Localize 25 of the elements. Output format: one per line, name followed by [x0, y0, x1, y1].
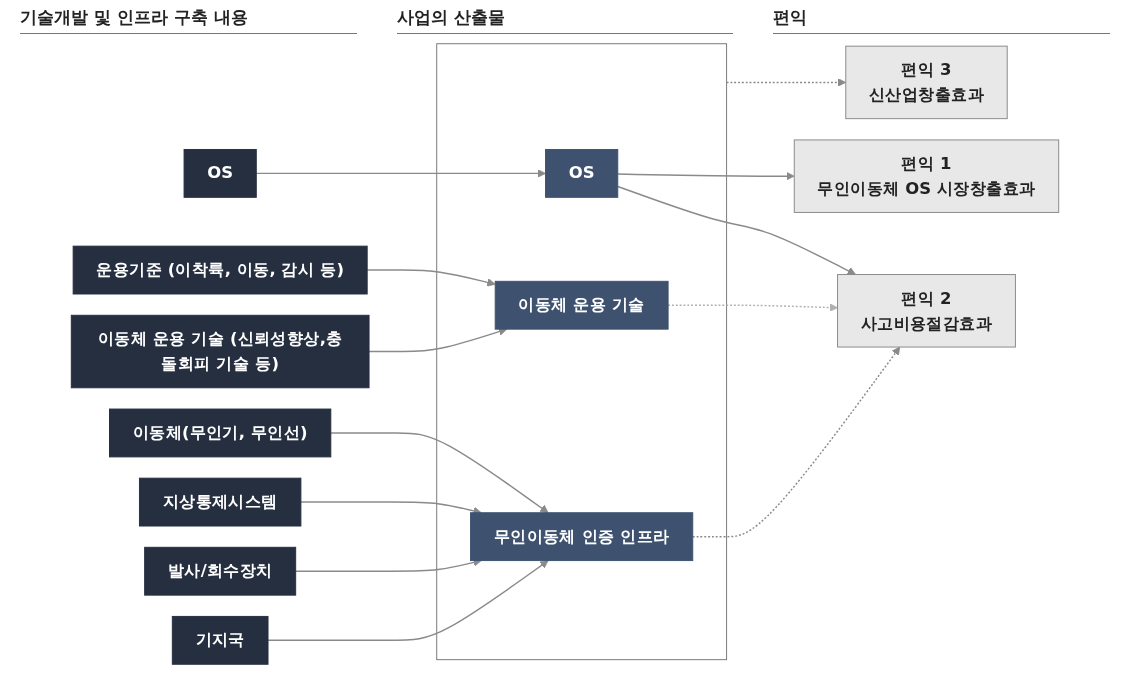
- arrow: [267, 560, 549, 642]
- node-box: 편익 1 무인이동체 OS 시장창출효과: [793, 139, 1060, 213]
- arrow: [255, 169, 546, 178]
- arrow: [330, 432, 549, 514]
- node-box: 이동체 운용 기술 (신뢰성향상,충돌회피 기술 등): [70, 314, 370, 389]
- arrow: [692, 346, 901, 538]
- cluster: [436, 43, 728, 661]
- node-box: 편익 3 신산업창출효과: [845, 45, 1008, 120]
- arrow: [725, 78, 847, 87]
- node-box: 이동체 운용 기술: [494, 280, 669, 330]
- node-box: 무인이동체 인증 인프라: [470, 512, 694, 562]
- node-box: 발사/회수장치: [144, 546, 297, 596]
- arrow: [366, 269, 496, 287]
- node-box: 운용기준 (이착륙, 이동, 감시 등): [72, 245, 368, 295]
- node-box: 기지국: [171, 615, 269, 665]
- arrow: [617, 185, 856, 275]
- column-heading: 사업의 산출물: [396, 6, 734, 34]
- node-box: 지상통제시스템: [138, 477, 302, 527]
- arrow: [617, 171, 795, 181]
- node-box: OS: [183, 149, 257, 198]
- node-box: 편익 2 사고비용절감효과: [837, 274, 1016, 348]
- column-heading: 편익: [773, 6, 1110, 34]
- node-box: OS: [545, 149, 619, 198]
- column-heading: 기술개발 및 인프라 구축 내용: [20, 6, 357, 34]
- node-box: 이동체(무인기, 무인선): [109, 408, 332, 458]
